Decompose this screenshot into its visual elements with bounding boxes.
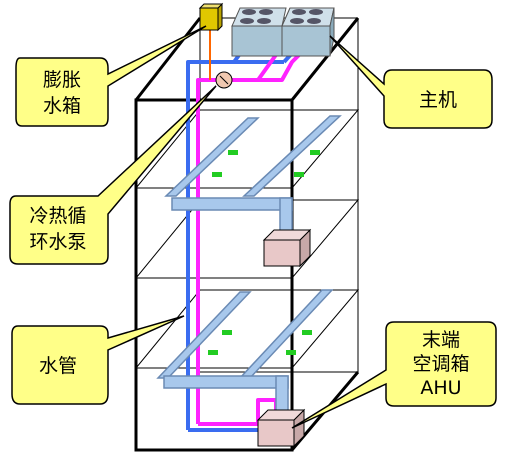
label-pump-line2: 环水泵 [29,231,86,253]
duct-lower [156,289,334,413]
callout-main-unit: 主机 [329,35,493,129]
circulation-pump [215,71,233,89]
chiller-units [231,7,335,57]
duct-upper [164,115,342,241]
label-ahu-line3: AHU [420,377,461,399]
expansion-tank [198,2,224,32]
callout-expansion-tank: 膨胀 水箱 [15,25,207,127]
callout-ahu: 末端 空调箱 AHU [291,321,497,429]
label-ahu-line1: 末端 [422,329,460,351]
ahu-unit-upper [262,228,312,268]
label-expansion-tank-line2: 水箱 [43,95,81,117]
ahu-unit-lower [256,408,306,448]
building-frame [134,17,360,452]
callout-water-pipe: 水管 [11,315,185,405]
label-water-pipe: 水管 [39,355,77,377]
callout-pump: 冷热循 环水泵 [9,85,217,265]
label-pump-line1: 冷热循 [29,205,86,227]
label-expansion-tank-line1: 膨胀 [43,69,81,91]
label-ahu-line2: 空调箱 [412,353,469,375]
label-main-unit: 主机 [419,89,457,111]
diffusers [208,150,320,355]
